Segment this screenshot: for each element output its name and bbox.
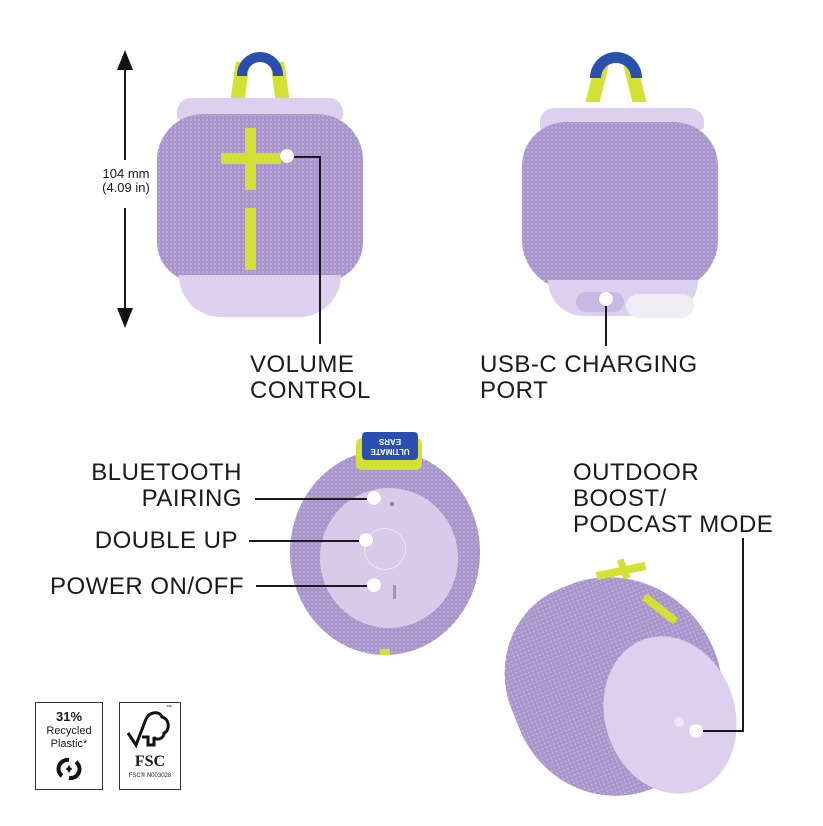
height-mm: 104 mm: [102, 166, 150, 181]
volume-down-button[interactable]: [245, 208, 256, 270]
usb-c-marker: [599, 292, 613, 306]
height-dimension: 104 mm (4.09 in): [100, 50, 160, 330]
power-label: POWER ON/OFF: [50, 573, 244, 600]
recycle-icon: [56, 757, 82, 781]
speaker-grille: [522, 122, 718, 290]
power-marker: [367, 578, 381, 592]
arrow-down-icon: [117, 308, 133, 328]
brand-logo: ULTIMATE EARS: [362, 432, 418, 460]
speaker-bottom-view: ULTIMATE EARS: [290, 430, 480, 665]
double-up-label: DOUBLE UP: [94, 527, 238, 554]
volume-control-label: VOLUME CONTROL: [250, 351, 371, 404]
volume-up-button[interactable]: [221, 128, 281, 190]
outdoor-boost-button[interactable]: [674, 717, 684, 727]
recycled-plastic-badge: 31% Recycled Plastic*: [35, 702, 103, 790]
outdoor-boost-label: OUTDOOR BOOST/ PODCAST MODE: [573, 459, 774, 538]
bluetooth-pairing-marker: [367, 491, 381, 505]
fsc-badge: ™ FSC FSC® N003028: [119, 702, 181, 790]
arrow-up-icon: [117, 50, 133, 70]
fsc-tree-icon: [126, 711, 170, 749]
outdoor-boost-marker: [689, 724, 703, 738]
port-cover-flap[interactable]: [626, 294, 694, 318]
speaker-front-view: [155, 50, 365, 320]
speaker-grille: [157, 114, 363, 282]
strap: [585, 52, 647, 102]
volume-control-marker: [280, 149, 294, 163]
double-up-marker: [359, 533, 373, 547]
usb-c-label: USB-C CHARGING PORT: [480, 351, 698, 404]
height-in: (4.09 in): [102, 180, 150, 195]
speaker-angled-view: [476, 543, 757, 826]
bluetooth-pairing-label: BLUETOOTH PAIRING: [91, 459, 242, 512]
strap: [230, 52, 290, 102]
speaker-back-view: [520, 50, 720, 320]
